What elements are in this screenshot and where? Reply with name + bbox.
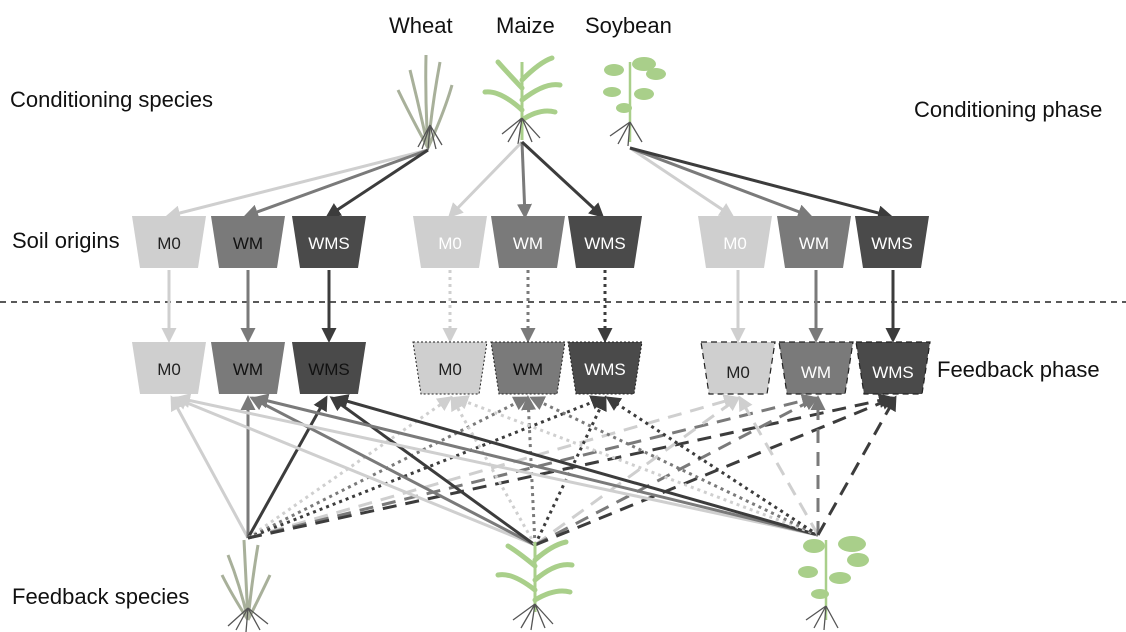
feedback-soybean-plant-icon (798, 536, 869, 631)
svg-text:WM: WM (233, 360, 263, 379)
feedback-arrows (170, 393, 897, 547)
soil-origins-row: M0 WM WMS M0 WM WMS M0 WM (132, 216, 929, 268)
feedback-box-maize-m0: M0 (412, 341, 488, 395)
svg-text:M0: M0 (157, 360, 181, 379)
svg-text:WMS: WMS (871, 234, 913, 253)
soil-box-soybean-wm: WM (777, 216, 851, 268)
svg-text:M0: M0 (726, 363, 750, 382)
feedback-phase-label: Feedback phase (937, 357, 1100, 382)
transfer-arrows (161, 270, 901, 343)
conditioning-species-label: Conditioning species (10, 87, 213, 112)
svg-text:M0: M0 (438, 234, 462, 253)
soil-box-maize-wms: WMS (568, 216, 642, 268)
wheat-title: Wheat (389, 13, 453, 38)
feedback-box-wheat-m0: M0 (132, 342, 206, 394)
svg-text:M0: M0 (438, 360, 462, 379)
feedback-box-wheat-wms: WMS (292, 342, 366, 394)
soil-box-wheat-wms: WMS (292, 216, 366, 268)
svg-text:WM: WM (513, 234, 543, 253)
soil-box-maize-wm: WM (491, 216, 565, 268)
feedback-box-soybean-wm: WM (778, 341, 854, 395)
feedback-wheat-plant-icon (220, 539, 272, 632)
svg-text:M0: M0 (157, 234, 181, 253)
soil-box-wheat-m0: M0 (132, 216, 206, 268)
feedback-box-maize-wm: WM (490, 341, 566, 395)
svg-text:WMS: WMS (872, 363, 914, 382)
feedback-box-maize-wms: WMS (567, 341, 643, 395)
soil-origins-label: Soil origins (12, 228, 120, 253)
svg-text:WM: WM (799, 234, 829, 253)
feedback-box-wheat-wm: WM (211, 342, 285, 394)
soybean-plant-icon (603, 57, 666, 147)
soybean-title: Soybean (585, 13, 672, 38)
svg-text:WMS: WMS (584, 360, 626, 379)
svg-text:WM: WM (233, 234, 263, 253)
maize-plant-icon (482, 55, 563, 145)
svg-text:WMS: WMS (308, 360, 350, 379)
soil-box-wheat-wm: WM (211, 216, 285, 268)
svg-text:WM: WM (801, 363, 831, 382)
svg-text:M0: M0 (723, 234, 747, 253)
feedback-maize-plant-icon (495, 539, 575, 631)
feedback-box-soybean-m0: M0 (700, 341, 776, 395)
svg-text:WM: WM (513, 360, 543, 379)
feedback-box-soybean-wms: WMS (855, 341, 931, 395)
svg-text:WMS: WMS (584, 234, 626, 253)
soil-box-soybean-m0: M0 (698, 216, 772, 268)
feedback-soil-row: M0 WM WMS M0 WM WMS M0 WM (132, 341, 931, 395)
soil-box-maize-m0: M0 (413, 216, 487, 268)
conditioning-arrows (165, 140, 893, 221)
wheat-plant-icon (396, 54, 454, 151)
feedback-species-label: Feedback species (12, 584, 189, 609)
maize-title: Maize (496, 13, 555, 38)
conditioning-phase-label: Conditioning phase (914, 97, 1102, 122)
svg-text:WMS: WMS (308, 234, 350, 253)
soil-box-soybean-wms: WMS (855, 216, 929, 268)
